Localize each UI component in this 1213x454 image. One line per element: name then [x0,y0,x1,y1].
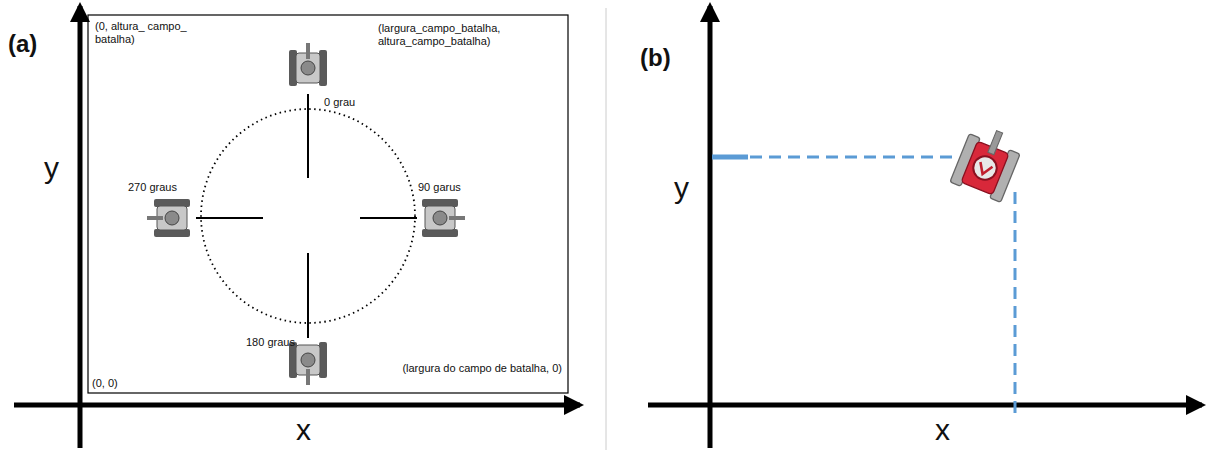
corner-coordinate: (largura_campo_batalha, altura_campo_bat… [378,22,558,48]
panel-letter: (b) [640,44,671,73]
angle-label: 0 grau [324,96,355,109]
axis-label: x [296,412,311,448]
panel-letter: (a) [8,30,37,59]
axis-label: y [674,170,689,206]
axis-label: x [935,412,950,448]
corner-coordinate: (largura do campo de batalha, 0) [380,362,562,375]
angle-label: 90 garus [418,181,461,194]
angle-label: 180 graus [246,336,295,349]
angle-label: 270 graus [128,181,177,194]
corner-coordinate: (0, 0) [92,377,118,390]
corner-coordinate: (0, altura_ campo_ batalha) [95,20,223,46]
axis-label: y [44,150,59,186]
